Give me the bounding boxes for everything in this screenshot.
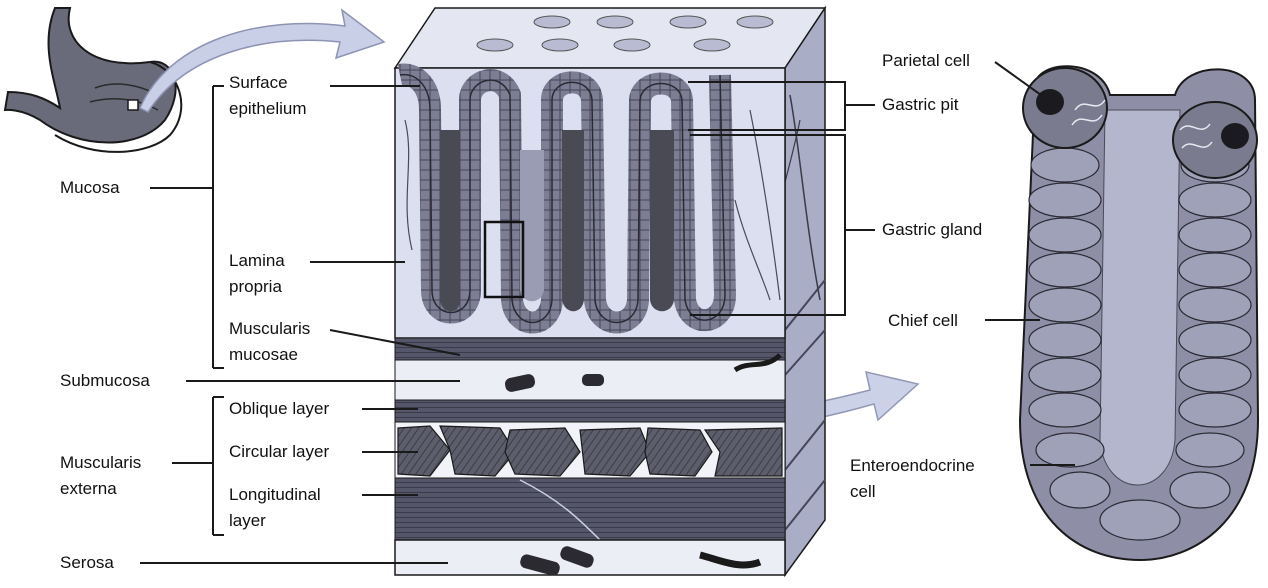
gland-enlargement	[1018, 65, 1260, 562]
label-muscularis-mucosae-line1: Muscularis	[229, 319, 311, 338]
label-circular-layer: Circular layer	[229, 442, 330, 461]
pit-openings	[476, 15, 774, 52]
label-muscularis-externa-line1: Muscularis	[60, 453, 142, 472]
gastric-glands	[397, 63, 736, 334]
label-chief-cell: Chief cell	[888, 311, 958, 330]
gland-cell-rows	[1028, 147, 1252, 541]
label-gastric-pit: Gastric pit	[882, 95, 959, 114]
label-parietal-cell: Parietal cell	[882, 51, 970, 70]
label-lamina-propria: Lamina propria	[229, 248, 285, 300]
tissue-block	[393, 5, 827, 578]
label-muscularis-externa-line2: externa	[60, 479, 117, 498]
label-submucosa: Submucosa	[60, 371, 150, 390]
gland-selection-box	[483, 220, 525, 299]
label-enteroendocrine-cell-line2: cell	[850, 482, 876, 501]
label-enteroendocrine-cell-line1: Enteroendocrine	[850, 456, 975, 475]
label-lamina-propria-line2: propria	[229, 277, 282, 296]
zoom-arrow-top	[139, 8, 386, 113]
label-enteroendocrine-cell: Enteroendocrine cell	[850, 453, 975, 505]
label-muscularis-externa: Muscularis externa	[60, 450, 141, 502]
label-muscularis-mucosae: Muscularis mucosae	[229, 316, 310, 368]
label-gastric-gland: Gastric gland	[882, 220, 983, 239]
label-surface-epithelium: Surface epithelium	[229, 70, 307, 122]
stomach-icon	[3, 7, 183, 153]
label-lamina-propria-line1: Lamina	[229, 251, 285, 270]
label-oblique-layer: Oblique layer	[229, 399, 330, 418]
label-serosa: Serosa	[60, 553, 114, 572]
circular-muscle-bundles	[397, 425, 783, 477]
leader-lines	[140, 61, 1075, 564]
label-longitudinal-layer-line1: Longitudinal	[229, 485, 321, 504]
parietal-cells	[1022, 67, 1258, 179]
label-surface-epithelium-line2: epithelium	[229, 99, 307, 118]
label-muscularis-mucosae-line2: mucosae	[229, 345, 298, 364]
label-longitudinal-layer-line2: layer	[229, 511, 266, 530]
label-longitudinal-layer: Longitudinal layer	[229, 482, 321, 534]
label-mucosa: Mucosa	[60, 178, 120, 197]
label-surface-epithelium-line1: Surface	[229, 73, 288, 92]
